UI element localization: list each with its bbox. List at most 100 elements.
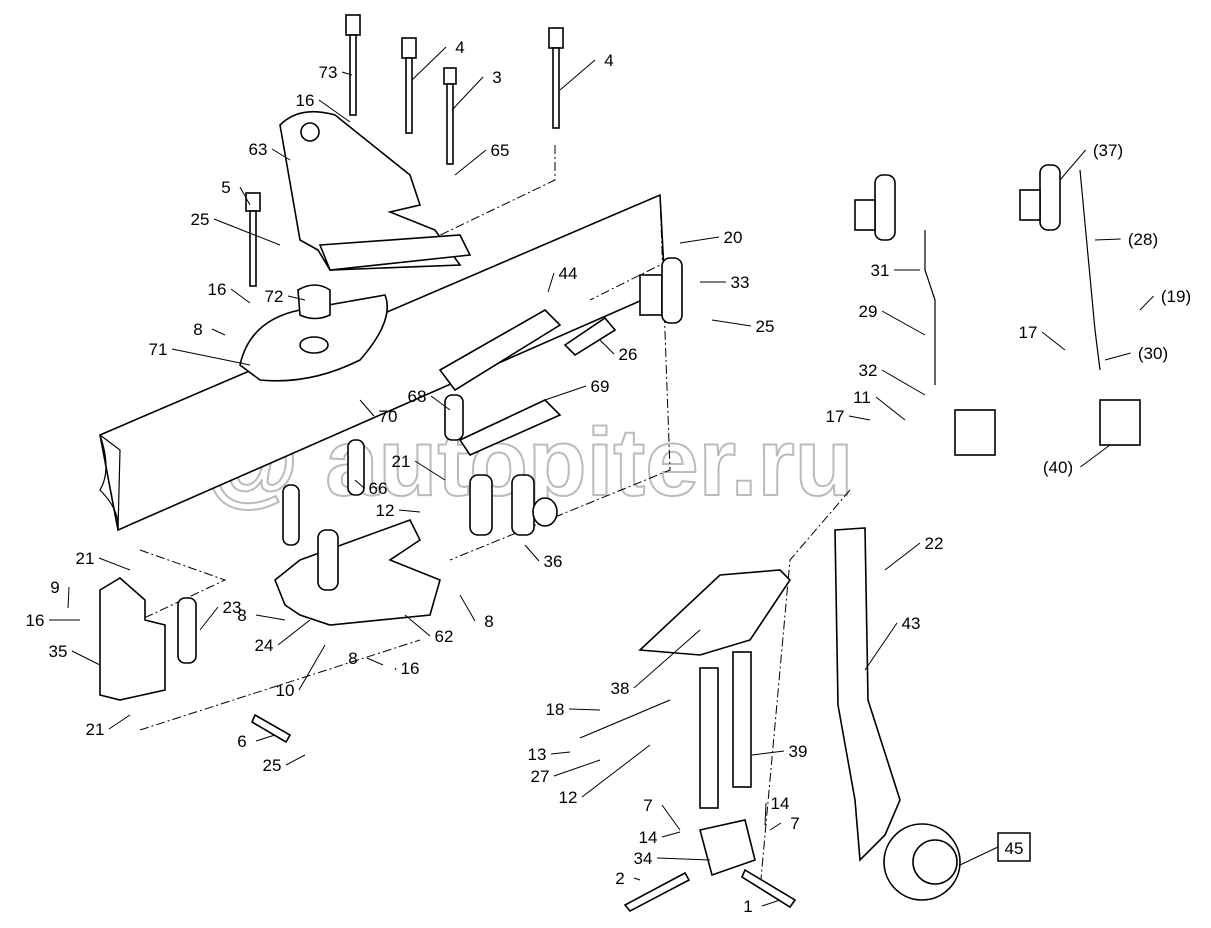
leader-line <box>848 415 871 421</box>
pivot-plate <box>239 284 389 382</box>
callout-3: 3 <box>492 68 501 87</box>
leader-line <box>255 734 276 742</box>
callout-4: 4 <box>604 51 613 70</box>
callout-16: 16 <box>26 611 45 630</box>
callout-14: 14 <box>771 794 790 813</box>
leader-line <box>213 218 281 246</box>
leader-line <box>211 328 226 336</box>
leader-line <box>67 586 70 609</box>
leader-line <box>454 149 487 176</box>
callout-8: 8 <box>348 649 357 668</box>
leader-line <box>864 622 898 671</box>
leader-line <box>354 479 365 489</box>
leader-line <box>881 310 926 336</box>
leader-line <box>271 148 291 161</box>
callout-17: 17 <box>1019 323 1038 342</box>
callout-7: 7 <box>790 814 799 833</box>
leader-line <box>287 295 306 301</box>
leader-line <box>875 396 906 421</box>
leader-line <box>398 509 421 513</box>
callout-16: 16 <box>401 659 420 678</box>
leader-line <box>547 272 555 293</box>
leader-line <box>761 899 781 907</box>
callout-6: 6 <box>237 732 246 751</box>
callout-45: 45 <box>1005 839 1024 858</box>
leader-line <box>1139 295 1154 311</box>
leader-line <box>341 71 353 76</box>
leader-line <box>71 650 101 666</box>
callout-33: 33 <box>731 273 750 292</box>
callout-4: 4 <box>455 38 464 57</box>
callout-25: 25 <box>191 210 210 229</box>
callout-8: 8 <box>193 320 202 339</box>
leader-line <box>599 339 615 355</box>
callout-66: 66 <box>369 479 388 498</box>
leader-line <box>568 708 601 711</box>
callout-34: 34 <box>634 849 653 868</box>
callout-39: 39 <box>789 742 808 761</box>
leader-line <box>524 544 540 562</box>
jack-stand-43 <box>834 527 961 901</box>
callout-1: 1 <box>743 897 752 916</box>
callout-62: 62 <box>435 627 454 646</box>
callout-12: 12 <box>376 501 395 520</box>
leader-line <box>318 99 351 123</box>
callout-7: 7 <box>643 796 652 815</box>
leader-line <box>1094 238 1121 241</box>
leader-line <box>633 877 641 881</box>
callout-14: 14 <box>639 828 658 847</box>
callout-65: 65 <box>491 141 510 160</box>
leader-line <box>277 619 311 646</box>
leader-line <box>366 657 384 666</box>
leader-line <box>1059 149 1086 181</box>
leader-line <box>1104 352 1131 361</box>
callout-68: 68 <box>408 387 427 406</box>
callout-32: 32 <box>859 361 878 380</box>
leader-line <box>550 751 571 755</box>
callout-5: 5 <box>221 178 230 197</box>
leader-line <box>298 644 326 691</box>
callout-69: 69 <box>591 377 610 396</box>
safety-chains <box>639 164 1141 456</box>
callout-63: 63 <box>249 140 268 159</box>
callout-21: 21 <box>392 452 411 471</box>
callout-44: 44 <box>559 264 578 283</box>
leader-line <box>711 319 752 327</box>
callout-25: 25 <box>263 756 282 775</box>
leader-line <box>108 714 131 730</box>
link-plates <box>438 309 617 457</box>
callout-43: 43 <box>902 614 921 633</box>
leader-line <box>553 759 601 777</box>
leader-line <box>411 46 447 81</box>
leader-line <box>769 822 782 831</box>
leader-line <box>459 594 476 622</box>
leader-line <box>451 76 484 111</box>
leader-line <box>656 857 711 861</box>
callout-19: (19) <box>1161 287 1191 306</box>
leader-line <box>661 831 681 838</box>
lower-bracket-plate <box>274 439 441 626</box>
leader-line <box>359 399 375 417</box>
leader-line <box>171 348 251 366</box>
callout-9: 9 <box>50 578 59 597</box>
callout-17: 17 <box>826 407 845 426</box>
leader-line <box>884 542 921 571</box>
leader-line <box>394 667 397 671</box>
callout-13: 13 <box>528 745 547 764</box>
leader-line <box>633 629 701 689</box>
callout-23: 23 <box>223 598 242 617</box>
clamp-36 <box>469 474 558 536</box>
callout-31: 31 <box>871 261 890 280</box>
leader-line <box>544 385 587 401</box>
leader-line <box>559 59 596 91</box>
callout-18: 18 <box>546 700 565 719</box>
callout-11: 11 <box>853 388 871 407</box>
callout-21: 21 <box>86 720 105 739</box>
leader-line <box>751 750 785 756</box>
callout-37: (37) <box>1093 141 1123 160</box>
callout-26: 26 <box>619 345 638 364</box>
callout-73: 73 <box>319 63 338 82</box>
callout-21: 21 <box>76 549 95 568</box>
